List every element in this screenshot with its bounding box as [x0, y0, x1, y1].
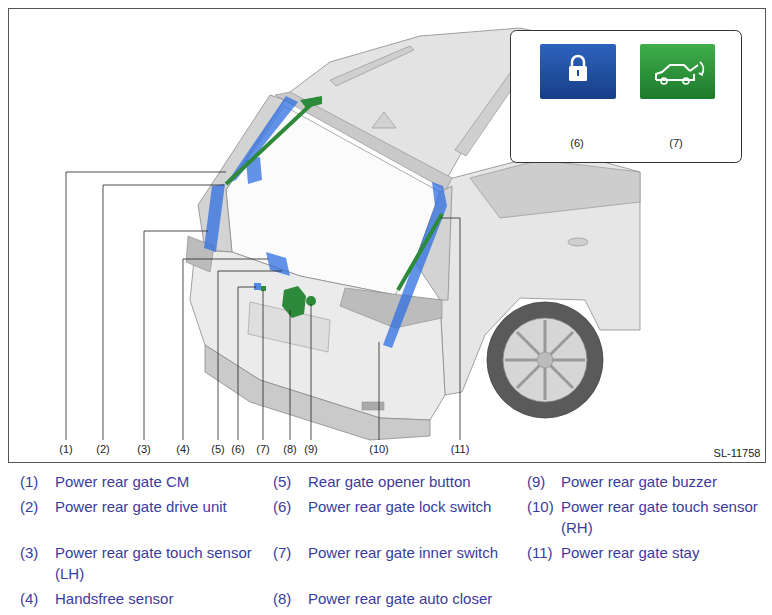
callout-number: (7) [273, 542, 308, 584]
door-handle [568, 238, 588, 246]
right-pillar [415, 186, 452, 300]
drawing-id: SL-11758 [714, 447, 761, 460]
lock-switch-icon [540, 44, 616, 99]
leader-line [66, 172, 226, 440]
part-name: Power rear gate stay [561, 542, 766, 584]
leader-line [311, 304, 312, 440]
leader-line [290, 310, 291, 440]
callout-layer: (6) (7) (1) (2) (3) (4) (5) (6) (7) (8) (9) (10) (11… [0, 0, 772, 470]
figure-frame [9, 9, 766, 463]
callout-number: (6) [231, 443, 244, 456]
callout-number: (1) [20, 471, 55, 492]
icon-wheel [683, 78, 689, 84]
callout-number: (4) [176, 443, 189, 456]
leader-line [263, 290, 264, 440]
part-name: Power rear gate touch sensor (LH) [55, 542, 273, 584]
car-side [440, 150, 640, 395]
callout-number: (6) [570, 137, 583, 150]
keyhole [577, 70, 579, 76]
inset-frame [511, 31, 742, 163]
callout-number: (10) [527, 496, 561, 538]
callout-number: (8) [283, 443, 296, 456]
wheel-hub [537, 352, 553, 368]
part-name: Power rear gate drive unit [55, 496, 273, 538]
gate-stay [398, 214, 442, 290]
callout-number: (8) [273, 588, 308, 609]
leader-line [218, 271, 282, 440]
callout-number: (2) [20, 496, 55, 538]
side-window [470, 160, 640, 218]
part-name: Power rear gate lock switch [308, 496, 527, 538]
callout-number: (10) [369, 443, 389, 456]
touch-sensor-rh [383, 182, 447, 348]
gate-hinge [300, 96, 322, 108]
leader-line [379, 342, 380, 440]
lock-body [569, 66, 587, 81]
motion-arrowhead [699, 71, 703, 75]
part-name: Power rear gate auto closer [308, 588, 527, 609]
tire [487, 302, 603, 418]
icon-wheel [661, 78, 667, 84]
callout-number: (3) [137, 443, 150, 456]
callout-number: (11) [527, 542, 561, 584]
callout-number: (9) [527, 471, 561, 492]
leader-line [144, 231, 208, 440]
callout-number: (9) [304, 443, 317, 456]
lock-switch [254, 283, 261, 290]
callout-number: (4) [20, 588, 55, 609]
drive-unit-area [226, 96, 298, 184]
motion-arrow [700, 62, 703, 74]
callout-number: (1) [59, 443, 72, 456]
roof-rail [330, 46, 414, 86]
part-name: Power rear gate touch sensor (RH) [561, 496, 766, 538]
touch-sensor-lh [204, 184, 225, 252]
callout-number: (5) [211, 443, 224, 456]
callout-number: (3) [20, 542, 55, 584]
tail-light [340, 288, 442, 328]
leader-line [103, 185, 224, 440]
leader-line [183, 259, 268, 440]
callout-number: (6) [273, 496, 308, 538]
leader-line [441, 218, 460, 440]
callout-number: (7) [669, 137, 682, 150]
callout-number: (5) [273, 471, 308, 492]
inner-switch-icon [640, 44, 715, 99]
handsfree-sensor [266, 252, 290, 276]
wheel-spokes [505, 320, 585, 400]
inner-switch [261, 286, 266, 291]
leader-line [238, 287, 256, 440]
callout-number: (2) [96, 443, 109, 456]
callout-number: (7) [256, 443, 269, 456]
lock-shackle [572, 56, 584, 67]
open-gate-icon [690, 65, 698, 71]
drive-unit-strut [226, 98, 318, 184]
car-outline-icon [656, 65, 694, 80]
rear-bumper [205, 345, 430, 440]
parts-key: (1)Power rear gate CM(5)Rear gate opener… [20, 471, 766, 609]
part-name: Power rear gate CM [55, 471, 273, 492]
callout-number: (11) [451, 443, 470, 456]
part-name: Rear gate opener button [308, 471, 527, 492]
wheel-rim [503, 318, 587, 402]
shark-fin [372, 112, 396, 128]
reflector [362, 402, 384, 410]
auto-closer [282, 286, 306, 318]
part-name: Handsfree sensor [55, 588, 273, 609]
part-name: Power rear gate inner switch [308, 542, 527, 584]
part-name: Power rear gate buzzer [561, 471, 766, 492]
